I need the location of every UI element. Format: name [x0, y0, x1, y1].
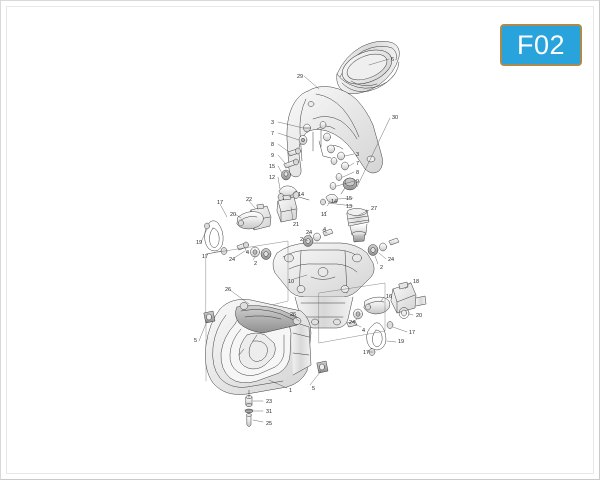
callout-number: 2 [254, 261, 258, 267]
part-grommet-5-left [203, 310, 216, 324]
callout-number: 5 [194, 338, 198, 344]
part-clip-20L [236, 211, 264, 230]
callout-number: 24 [306, 230, 313, 236]
part-grommet-5-right [316, 360, 329, 374]
callout-number: 5 [312, 386, 316, 392]
fastener-group-right-lower [346, 308, 363, 328]
callout-number: 17 [363, 350, 370, 356]
callout-number: 2 [380, 265, 384, 271]
callout-number: 9 [271, 153, 275, 159]
leader-lines [198, 58, 414, 423]
fastener-column-bottom [244, 389, 254, 427]
part-relay-18 [390, 281, 427, 314]
page-badge[interactable]: F02 [500, 24, 582, 66]
fastener-group-left-mid [236, 241, 272, 260]
callout-number: 8 [271, 142, 275, 148]
callout-number: 20 [416, 313, 423, 319]
callout-number: 3 [271, 120, 275, 126]
callout-number: 26 [225, 287, 232, 293]
callout-number: 7 [271, 131, 275, 137]
callout-number: 25 [266, 421, 273, 427]
callout-number: 4 [362, 328, 366, 334]
part-bellows-27 [346, 208, 370, 243]
callout-number: 2 [300, 237, 304, 243]
callout-number: 9 [356, 179, 360, 185]
callout-number: 19 [196, 240, 203, 246]
callout-number: 10 [288, 279, 295, 285]
part-ring-20R [398, 307, 410, 319]
fastener-stack-right [320, 151, 349, 206]
callout-number: 27 [371, 206, 378, 212]
callout-number: 22 [246, 197, 253, 203]
callout-number: 1 [289, 388, 293, 394]
callout-number: 16 [386, 294, 393, 300]
callout-number: 3 [356, 152, 360, 158]
callout-number: 15 [269, 164, 276, 170]
page-frame [6, 6, 594, 474]
callout-number: 17 [202, 254, 209, 260]
part-instrument-cluster [336, 40, 400, 94]
callout-number: 14 [331, 199, 338, 205]
bushing-group-bracket [302, 228, 400, 256]
callout-number: 4 [246, 250, 250, 256]
callout-number: 12 [269, 175, 276, 181]
part-connector-21 [276, 194, 298, 223]
part-wire-loop-left [204, 220, 228, 255]
callout-number: 20 [230, 212, 237, 218]
callout-number: 24 [388, 257, 395, 263]
callout-number: 26 [290, 312, 297, 318]
part-knob-30 [340, 177, 358, 195]
callout-number: 7 [356, 161, 360, 167]
callout-number: 15 [346, 196, 353, 202]
callout-number: 17 [217, 200, 224, 206]
callout-number: 29 [297, 74, 304, 80]
callout-number: 14 [298, 192, 305, 198]
callout-number: 4 [323, 227, 327, 233]
callout-number: 24 [229, 257, 236, 263]
part-wire-loop-right [366, 321, 394, 356]
part-center-bracket-10 [272, 242, 375, 329]
page-badge-label: F02 [516, 29, 566, 60]
callout-number: 6 [391, 57, 395, 63]
callout-number: 13 [346, 204, 353, 210]
callout-number: 24 [349, 320, 356, 326]
fastener-stack-left [277, 123, 311, 201]
callout-number: 31 [266, 409, 273, 415]
callout-number: 8 [356, 170, 360, 176]
callout-number: 23 [266, 399, 273, 405]
part-headlight-1 [205, 299, 312, 395]
callout-number: 19 [398, 339, 405, 345]
callout-number: 11 [321, 212, 327, 218]
part-clip-16 [363, 296, 391, 315]
callout-number: 30 [392, 115, 399, 121]
callout-number: 21 [293, 222, 300, 228]
fastener-stack-inner [312, 121, 338, 165]
callout-number: 17 [409, 330, 416, 336]
callout-number: 18 [413, 279, 420, 285]
